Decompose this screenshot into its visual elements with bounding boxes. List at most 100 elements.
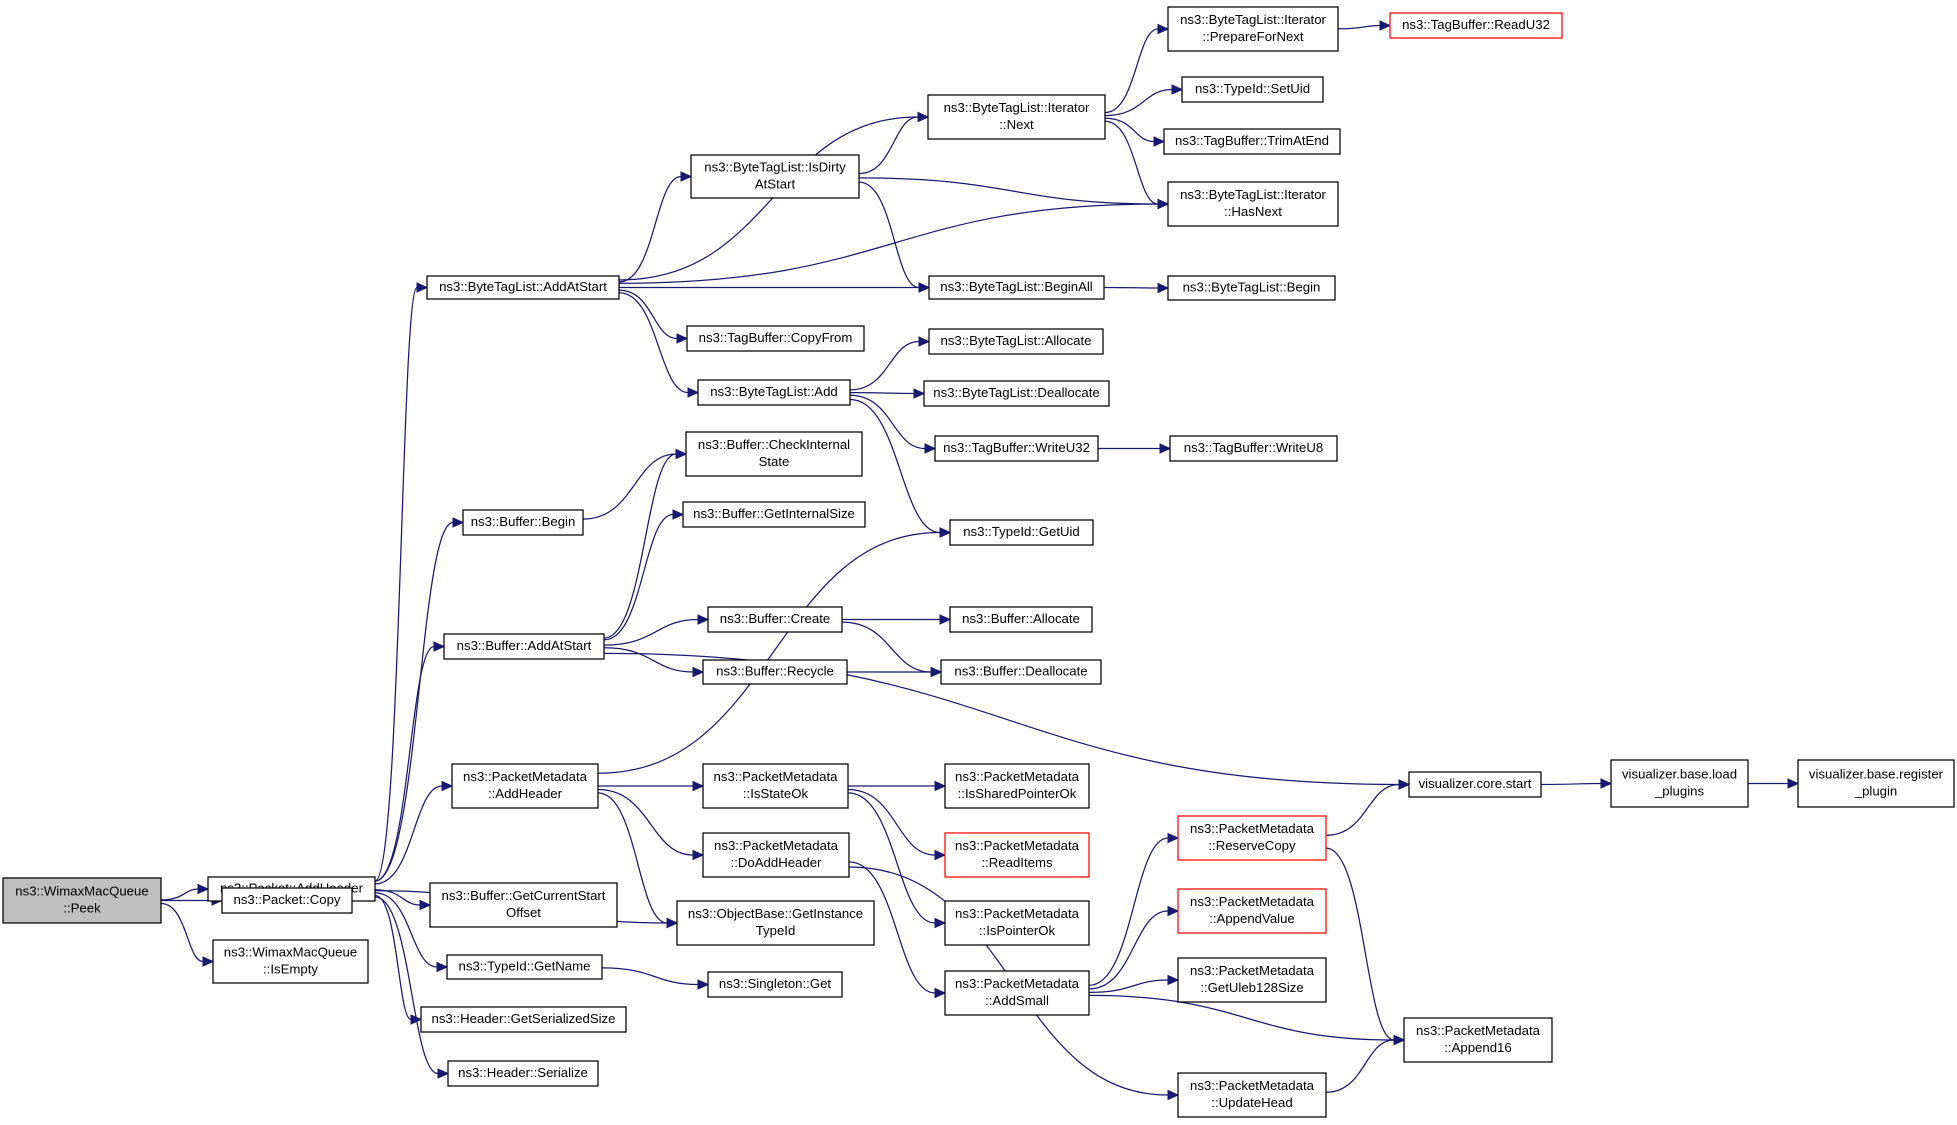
call-edge-btl_beginall-to-btl_begin xyxy=(1103,282,1170,294)
node-label: ns3::PacketMetadata xyxy=(1190,821,1315,836)
node-tb-trimatend[interactable]: ns3::TagBuffer::TrimAtEnd xyxy=(1163,128,1341,155)
arrowhead-icon xyxy=(1171,84,1184,95)
node-buf-recycle[interactable]: ns3::Buffer::Recycle xyxy=(702,659,848,685)
node-label: ns3::ByteTagList::Iterator xyxy=(944,100,1090,115)
node-buf-allocate[interactable]: ns3::Buffer::Allocate xyxy=(949,606,1093,633)
edge-line xyxy=(1088,979,1169,994)
arrowhead-icon xyxy=(1157,198,1170,210)
node-label: ns3::PacketMetadata xyxy=(1190,894,1315,909)
node-pm-isstateok[interactable]: ns3::PacketMetadata::IsStateOk xyxy=(702,763,849,809)
node-label: ns3::Header::Serialize xyxy=(458,1065,588,1080)
node-singleton-get[interactable]: ns3::Singleton::Get xyxy=(707,971,843,998)
node-label: ns3::PacketMetadata xyxy=(463,769,588,784)
node-copy[interactable]: ns3::Packet::Copy xyxy=(221,887,353,914)
node-box xyxy=(1163,128,1341,155)
arrowhead-icon xyxy=(687,387,700,398)
node-peek[interactable]: ns3::WimaxMacQueue::Peek xyxy=(2,877,162,924)
node-pm-addheader[interactable]: ns3::PacketMetadata::AddHeader xyxy=(451,763,599,809)
node-pm-getuleb[interactable]: ns3::PacketMetadata::GetUleb128Size xyxy=(1177,957,1327,1003)
call-edge-pm_addsmall-to-pm_append16 xyxy=(1088,994,1406,1046)
node-vis-core-start[interactable]: visualizer.core.start xyxy=(1408,771,1542,798)
node-vis-base-load[interactable]: visualizer.base.load_plugins xyxy=(1610,759,1749,808)
edge-line xyxy=(374,521,454,882)
node-btli-preparefornext[interactable]: ns3::ByteTagList::Iterator::PrepareForNe… xyxy=(1167,6,1339,52)
node-btl-add[interactable]: ns3::ByteTagList::Add xyxy=(697,379,851,406)
node-btl-addatstart[interactable]: ns3::ByteTagList::AddAtStart xyxy=(426,275,620,300)
node-isempty[interactable]: ns3::WimaxMacQueue::IsEmpty xyxy=(212,939,369,984)
node-buf-getinternalsize[interactable]: ns3::Buffer::GetInternalSize xyxy=(682,501,866,528)
node-buf-create[interactable]: ns3::Buffer::Create xyxy=(707,606,843,633)
node-pm-issharedptrok[interactable]: ns3::PacketMetadata::IsSharedPointerOk xyxy=(944,763,1090,809)
edge-line xyxy=(618,292,689,394)
edge-line xyxy=(597,531,941,774)
node-btl-begin[interactable]: ns3::ByteTagList::Begin xyxy=(1167,275,1336,301)
node-label: ns3::WimaxMacQueue xyxy=(224,944,357,959)
node-tb-writeu32[interactable]: ns3::TagBuffer::WriteU32 xyxy=(934,435,1099,462)
node-buf-deallocate[interactable]: ns3::Buffer::Deallocate xyxy=(940,659,1102,685)
node-buf-begin[interactable]: ns3::Buffer::Begin xyxy=(462,509,584,536)
node-box xyxy=(1408,771,1542,798)
node-label: ns3::ByteTagList::IsDirty xyxy=(704,159,846,174)
node-pm-doaddheader[interactable]: ns3::PacketMetadata::DoAddHeader xyxy=(702,832,850,878)
node-box xyxy=(1610,759,1749,808)
node-label: ns3::TypeId::GetName xyxy=(459,958,591,973)
node-tid-setuid[interactable]: ns3::TypeId::SetUid xyxy=(1181,76,1324,103)
node-tb-writeu8[interactable]: ns3::TagBuffer::WriteU8 xyxy=(1169,435,1338,462)
node-pm-appendvalue[interactable]: ns3::PacketMetadata::AppendValue xyxy=(1177,888,1327,934)
node-tid-getname[interactable]: ns3::TypeId::GetName xyxy=(446,954,603,980)
node-label: ::AddHeader xyxy=(488,786,563,801)
node-pm-append16[interactable]: ns3::PacketMetadata::Append16 xyxy=(1403,1017,1553,1063)
edge-line xyxy=(1088,837,1169,986)
edge-line xyxy=(374,892,438,968)
node-pm-updatehead[interactable]: ns3::PacketMetadata::UpdateHead xyxy=(1177,1072,1327,1118)
node-btli-next[interactable]: ns3::ByteTagList::Iterator::Next xyxy=(927,94,1106,140)
node-btl-beginall[interactable]: ns3::ByteTagList::BeginAll xyxy=(928,275,1105,300)
call-edge-btl_isdirty-to-btli_hasnext xyxy=(858,177,1170,210)
node-box xyxy=(928,275,1105,300)
node-tb-copyfrom[interactable]: ns3::TagBuffer::CopyFrom xyxy=(686,325,865,352)
node-label: ::Append16 xyxy=(1444,1040,1511,1055)
call-edge-btl_isdirty-to-btl_beginall xyxy=(858,181,931,293)
edge-line xyxy=(374,286,418,882)
node-label: ns3::TagBuffer::WriteU8 xyxy=(1184,440,1324,455)
node-label: ns3::Buffer::CheckInternal xyxy=(698,437,850,452)
node-btl-deallocate[interactable]: ns3::ByteTagList::Deallocate xyxy=(923,380,1110,407)
node-hdr-serialize[interactable]: ns3::Header::Serialize xyxy=(447,1060,599,1087)
node-vis-base-register[interactable]: visualizer.base.register_plugin xyxy=(1797,759,1955,808)
node-hdr-getsersize[interactable]: ns3::Header::GetSerializedSize xyxy=(420,1006,627,1033)
arrowhead-icon xyxy=(924,443,937,454)
node-label: ns3::PacketMetadata xyxy=(955,838,1080,853)
node-label: ns3::TypeId::SetUid xyxy=(1195,81,1310,96)
edge-layer xyxy=(160,20,1800,1101)
node-label: ns3::Singleton::Get xyxy=(719,976,832,991)
node-label: ns3::ByteTagList::Iterator xyxy=(1180,187,1326,202)
node-label: ::Peek xyxy=(63,900,101,915)
call-edge-peek-to-isempty xyxy=(160,902,215,967)
node-buf-addatstart[interactable]: ns3::Buffer::AddAtStart xyxy=(443,633,605,660)
edge-line xyxy=(603,453,677,639)
node-tb-readu32[interactable]: ns3::TagBuffer::ReadU32 xyxy=(1389,12,1563,39)
node-label: Offset xyxy=(506,905,541,920)
call-edge-btli_next-to-btli_preparefornext xyxy=(1104,23,1170,114)
node-pm-readitems[interactable]: ns3::PacketMetadata::ReadItems xyxy=(944,832,1090,878)
node-btl-allocate[interactable]: ns3::ByteTagList::Allocate xyxy=(928,328,1104,355)
node-pm-ispointerok[interactable]: ns3::PacketMetadata::IsPointerOk xyxy=(944,900,1090,946)
node-box xyxy=(949,606,1093,633)
arrowhead-icon xyxy=(913,388,926,399)
arrowhead-icon xyxy=(1167,832,1180,844)
node-tid-getuid[interactable]: ns3::TypeId::GetUid xyxy=(949,519,1094,546)
node-label: ns3::TypeId::GetUid xyxy=(963,524,1080,539)
node-pm-addsmall[interactable]: ns3::PacketMetadata::AddSmall xyxy=(944,970,1090,1016)
node-box xyxy=(923,380,1110,407)
node-box xyxy=(944,763,1090,809)
node-label: ns3::PacketMetadata xyxy=(955,906,1080,921)
call-edge-pm_addsmall-to-pm_getuleb xyxy=(1088,974,1180,994)
node-btli-hasnext[interactable]: ns3::ByteTagList::Iterator::HasNext xyxy=(1167,181,1339,227)
node-pm-reservecopy[interactable]: ns3::PacketMetadata::ReserveCopy xyxy=(1177,815,1327,861)
node-label: ns3::Buffer::Begin xyxy=(471,514,576,529)
node-box xyxy=(1177,957,1327,1003)
